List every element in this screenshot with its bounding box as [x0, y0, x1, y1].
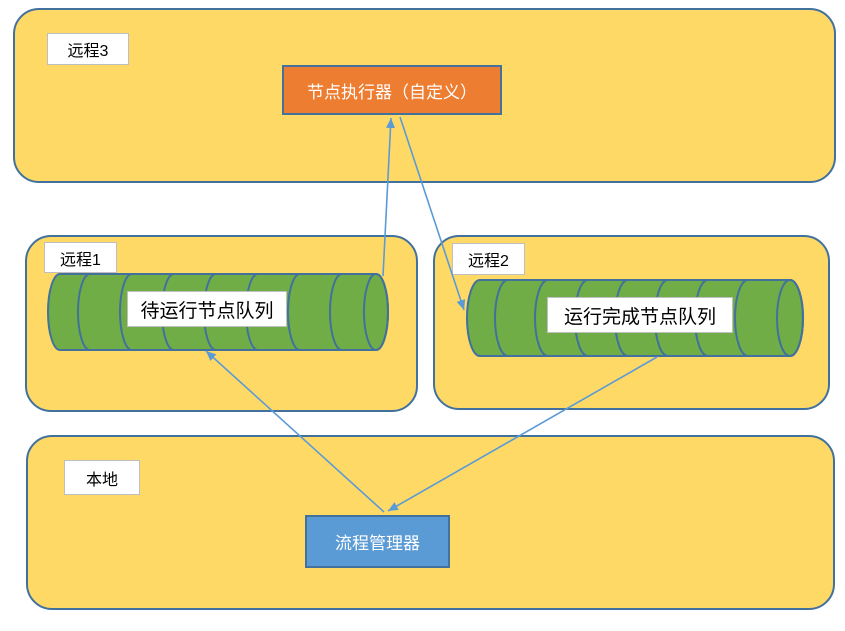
edge-pending-to-executor [382, 117, 395, 277]
container-local-label: 本地 [64, 460, 140, 495]
container-remote3-label: 远程3 [47, 33, 129, 65]
container-remote2-label: 远程2 [452, 243, 525, 275]
edge-executor-to-completed [399, 116, 466, 311]
edge-manager-to-pending [205, 350, 385, 513]
flow-manager-box: 流程管理器 [305, 515, 450, 568]
edge-completed-to-manager [387, 356, 658, 512]
pending-queue-label: 待运行节点队列 [127, 291, 287, 327]
completed-queue-label: 运行完成节点队列 [547, 297, 733, 333]
node-executor-box: 节点执行器（自定义） [282, 65, 502, 115]
container-remote1-label: 远程1 [44, 242, 117, 273]
